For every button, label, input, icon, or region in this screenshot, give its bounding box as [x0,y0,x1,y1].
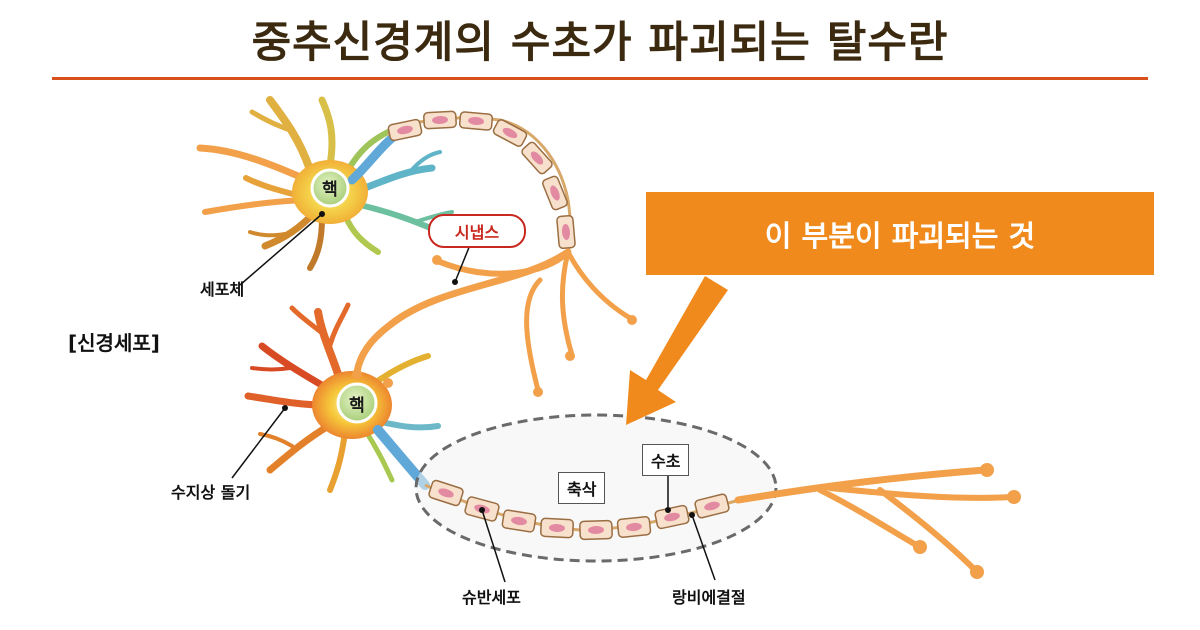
dendrite-label: 수지상 돌기 [171,483,251,502]
synapse-label: 시냅스 [428,214,526,248]
bottom-axon-terminals [734,463,1021,579]
bottom-myelin-sheath [424,479,741,541]
bottom-neuron [231,302,441,493]
callout-text: 이 부분이 파괴되는 것 [764,218,1036,253]
top-schwann-cells [387,110,576,250]
top-myelin-sheath [387,110,576,253]
top-neuron [196,96,454,286]
cell-body-label: 세포체 [200,280,245,299]
neuron-label: [신경세포] [68,331,160,355]
schwann-cell-label: 슈반세포 [462,588,521,607]
myelin-label: 수초 [642,444,690,476]
nucleus-label-bottom: 핵 [349,396,365,416]
callout-arrow [626,276,728,425]
nucleus-label-top: 핵 [322,180,338,200]
diagram-title: 중추신경계의 수초가 파괴되는 탈수란 [251,18,949,68]
node-of-ranvier-label: 랑비에결절 [672,588,746,607]
top-axon-terminals [353,248,637,397]
bottom-schwann-cells [428,479,730,541]
callout-box: 이 부분이 파괴되는 것 [646,192,1154,275]
title-underline [52,77,1148,80]
axon-label: 축삭 [558,472,606,504]
